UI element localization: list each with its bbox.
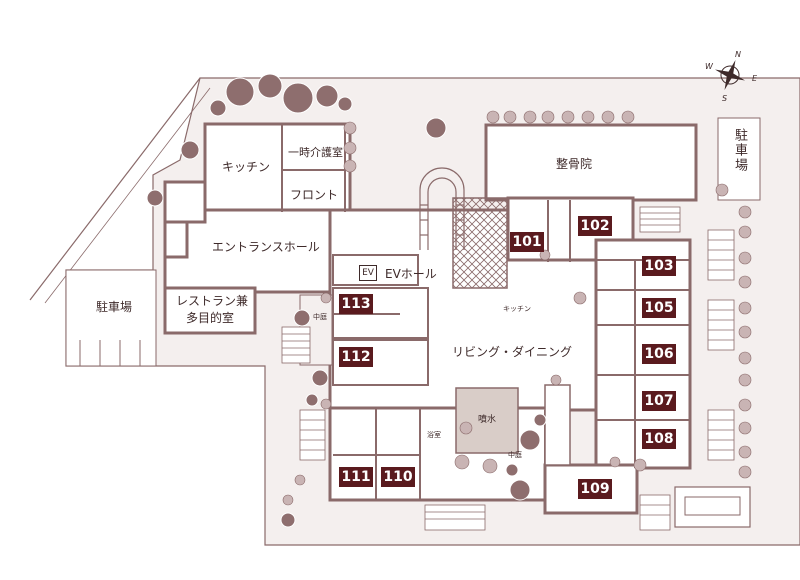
parking-left-label: 駐車場 [96,300,133,314]
exterior-stairs [281,206,735,531]
osteopathy-label: 整骨院 [556,157,593,171]
room-112[interactable]: 112 [339,347,373,367]
trees [146,73,547,528]
fountain-label: 噴水 [478,415,497,425]
compass-s-label: S [722,94,728,103]
room-107[interactable]: 107 [642,391,676,411]
fountain-pool [455,387,519,454]
elevator-label: EV [359,265,377,281]
room-103[interactable]: 103 [642,256,676,276]
room-106[interactable]: 106 [642,344,676,364]
bath-label: 浴室 [427,431,441,439]
multipurpose-label: 多目的室 [186,311,235,325]
room-101[interactable]: 101 [510,232,544,252]
parking-right-label: 駐車場 [732,128,747,173]
courtyard-right-label: 中庭 [508,451,522,459]
room-102[interactable]: 102 [578,216,612,236]
compass-w-label: W [705,62,713,71]
small-kitchen-label: キッチン [503,305,531,313]
restaurant-label: レストラン兼 [176,294,249,308]
front-desk-label: フロント [290,188,339,202]
room-108[interactable]: 108 [642,429,676,449]
entrance-hall-label: エントランスホール [212,240,320,254]
room-partitions [281,124,690,500]
ev-hall-label: EVホール [385,267,437,281]
light-trees [282,110,752,506]
living-dining-label: リビング・ダイニング [452,345,573,359]
room-109[interactable]: 109 [578,479,612,499]
room-111[interactable]: 111 [339,467,373,487]
room-110[interactable]: 110 [381,467,415,487]
temporary-care-label: 一時介護室 [288,146,343,159]
kitchen-label: キッチン [222,160,271,174]
stair-core [452,197,508,289]
courtyard-left-label: 中庭 [313,313,327,321]
compass-n-label: N [735,50,741,59]
compass-rose [714,59,746,91]
room-113[interactable]: 113 [339,294,373,314]
compass-e-label: E [752,74,758,83]
parking-lot-left [65,269,157,367]
room-105[interactable]: 105 [642,298,676,318]
spiral-stair [419,167,465,250]
